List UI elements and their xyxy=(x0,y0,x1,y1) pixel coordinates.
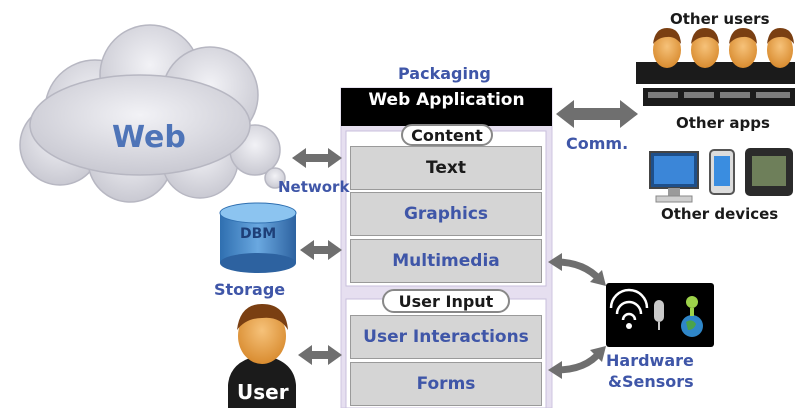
network-label: Network xyxy=(278,178,350,196)
hardware-label-line2: &Sensors xyxy=(608,372,694,391)
web-cloud xyxy=(19,24,286,203)
other-apps-icon xyxy=(643,88,795,106)
web-application-bar xyxy=(341,88,552,126)
web-label: Web xyxy=(112,120,186,155)
hardware-arrowheads xyxy=(548,253,606,379)
other-users-label: Other users xyxy=(670,10,770,28)
user-label: User xyxy=(237,380,289,404)
hardware-sensors-icon xyxy=(606,283,714,347)
other-apps-label: Other apps xyxy=(676,114,770,132)
content-item-text: Text xyxy=(350,146,542,190)
hardware-label-line1: Hardware xyxy=(606,351,694,370)
content-label: Content xyxy=(401,124,493,146)
input-item-user-interactions: User Interactions xyxy=(350,315,542,359)
user-figure-icon xyxy=(228,304,296,408)
content-item-multimedia: Multimedia xyxy=(350,239,542,283)
web-application-title: Web Application xyxy=(368,90,525,110)
other-users-icon xyxy=(636,28,795,84)
storage-db-text: DBM xyxy=(240,226,277,242)
storage-database-icon xyxy=(219,202,297,273)
user-arrow xyxy=(298,345,342,365)
user-input-label: User Input xyxy=(382,289,510,313)
comm-label: Comm. xyxy=(566,134,629,153)
connection-arrows xyxy=(292,100,638,365)
network-arrow xyxy=(292,148,342,168)
other-devices-icon xyxy=(649,148,793,203)
other-devices-label: Other devices xyxy=(661,205,779,223)
packaging-label: Packaging xyxy=(398,64,491,83)
storage-label: Storage xyxy=(214,280,286,299)
comm-arrow xyxy=(556,100,638,128)
hardware-arrows xyxy=(552,258,604,374)
input-item-forms: Forms xyxy=(350,362,542,406)
storage-arrow xyxy=(300,240,342,260)
content-item-graphics: Graphics xyxy=(350,192,542,236)
